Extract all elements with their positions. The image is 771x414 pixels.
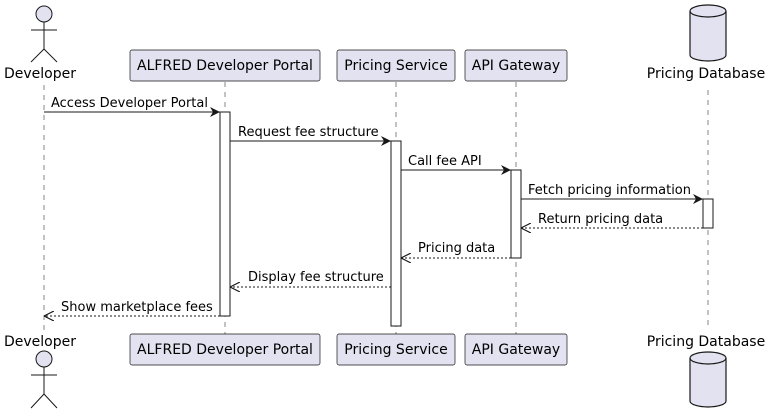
message-5: Return pricing data: [521, 212, 703, 228]
participant-developer-top: Developer: [4, 5, 76, 82]
message-label: Request fee structure: [238, 125, 379, 140]
message-8: Show marketplace fees: [44, 300, 220, 316]
message-label: Display fee structure: [248, 270, 384, 285]
activation-portal: [219, 111, 231, 317]
participant-portal-top: ALFRED Developer Portal: [129, 49, 321, 82]
participant-label: Pricing Service: [344, 342, 447, 358]
participant-label: ALFRED Developer Portal: [137, 58, 313, 74]
database-icon: [689, 351, 727, 408]
participant-pricing-database-top: Pricing Database: [647, 4, 765, 82]
actor-icon: [30, 5, 58, 63]
participant-label: Pricing Database: [647, 334, 765, 350]
participant-pricing-database-bottom: Pricing Database: [647, 334, 765, 408]
message-1: Access Developer Portal: [44, 96, 220, 117]
activation-api-gateway: [510, 169, 522, 259]
actor-icon: [30, 350, 58, 409]
participant-label: Pricing Database: [647, 66, 765, 82]
message-label: Call fee API: [408, 154, 482, 169]
message-3: Call fee API: [401, 154, 511, 175]
message-label: Return pricing data: [538, 212, 663, 227]
message-7: Display fee structure: [230, 270, 391, 287]
message-4: Fetch pricing information: [521, 183, 703, 204]
message-label: Access Developer Portal: [51, 96, 208, 111]
participant-pricing-service-top: Pricing Service: [336, 49, 456, 82]
database-icon: [689, 4, 727, 62]
message-label: Pricing data: [418, 241, 495, 256]
participant-label: Pricing Service: [344, 58, 447, 74]
participant-label: API Gateway: [472, 342, 560, 358]
activation-pricing-service: [390, 140, 402, 327]
participant-api-gateway-top: API Gateway: [464, 49, 568, 82]
participant-developer-bottom: Developer: [4, 334, 76, 409]
participant-label: Developer: [4, 66, 76, 82]
message-label: Fetch pricing information: [528, 183, 691, 198]
participant-label: API Gateway: [472, 58, 560, 74]
participant-pricing-service-bottom: Pricing Service: [336, 333, 456, 366]
participant-portal-bottom: ALFRED Developer Portal: [129, 333, 321, 366]
message-label: Show marketplace fees: [61, 300, 213, 315]
participant-label: ALFRED Developer Portal: [137, 342, 313, 358]
activation-pricing-database: [702, 198, 714, 229]
message-2: Request fee structure: [230, 125, 391, 146]
participant-label: Developer: [4, 334, 76, 350]
message-6: Pricing data: [401, 241, 511, 258]
participant-api-gateway-bottom: API Gateway: [464, 333, 568, 366]
